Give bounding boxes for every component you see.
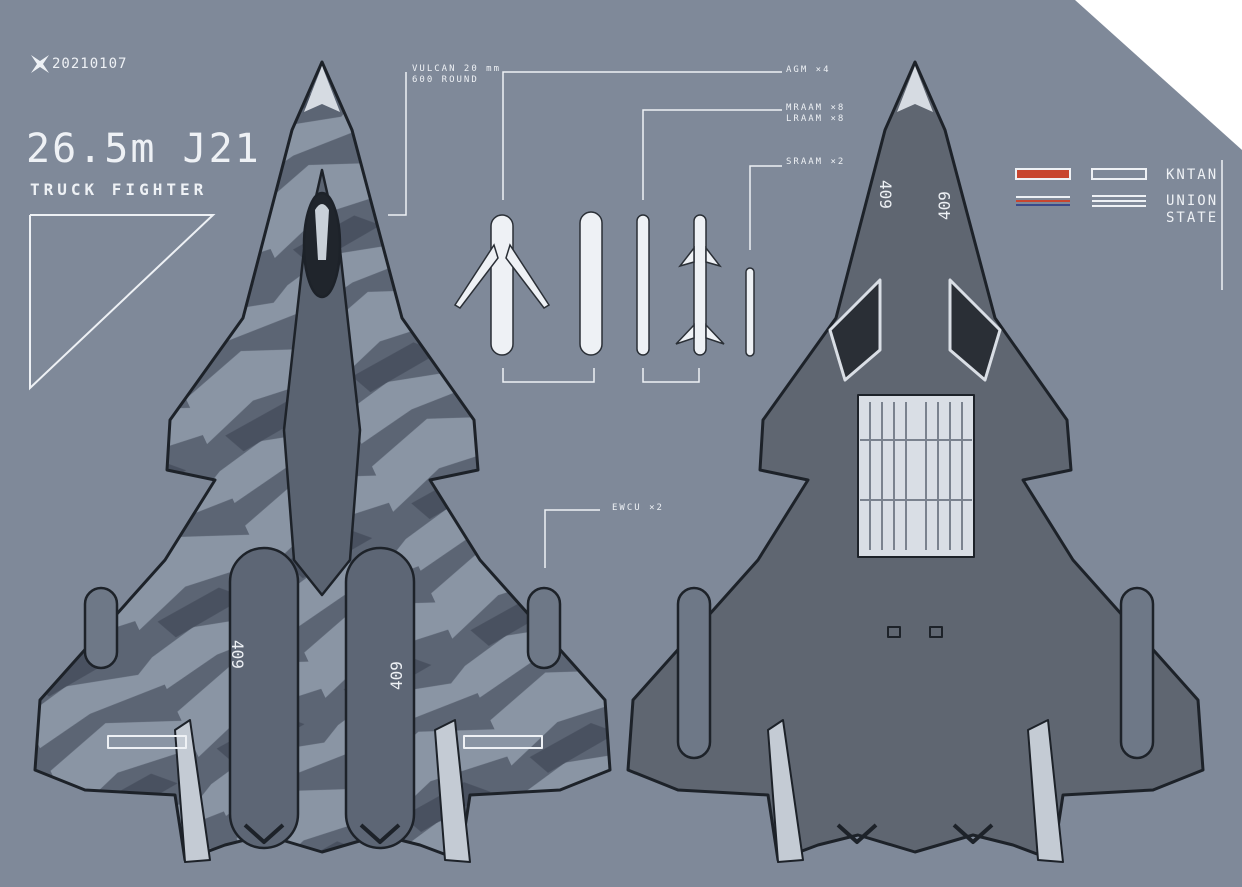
corner-triangle [1075,0,1242,150]
weapon-agm-2 [579,211,603,356]
page-title: 26.5m J21 [26,126,261,172]
weapon-mraam [636,214,650,356]
legend-union-state: UNION STATE [1166,193,1219,226]
page-subtitle: TRUCK FIGHTER [30,180,208,199]
aircraft-top-view [33,60,612,863]
callout-agm: AGM ×4 [786,65,831,75]
tail-number: 409 [387,661,406,690]
callout-gun: VULCAN 20 mm 600 ROUND [412,64,502,85]
callout-lines [388,71,1223,568]
weapon-agm-1 [453,214,551,356]
logo-star-icon [31,55,49,73]
roundel-flag-icon [1015,168,1147,207]
legend-kntan: KNTAN [1166,167,1219,183]
tail-number: 409 [228,640,247,669]
title-triangle [29,214,216,391]
callout-aam: MRAAM ×8 LRAAM ×8 [786,103,846,124]
tail-number: 409 [876,180,895,209]
weapon-sraam [745,267,755,357]
aircraft-bottom-view [626,60,1205,863]
date-stamp: 20210107 [52,56,128,72]
callout-sraam: SRAAM ×2 [786,157,846,167]
tail-number: 409 [935,191,954,220]
weapon-lraam [675,214,725,356]
callout-ewcu: EWCU ×2 [612,503,664,513]
